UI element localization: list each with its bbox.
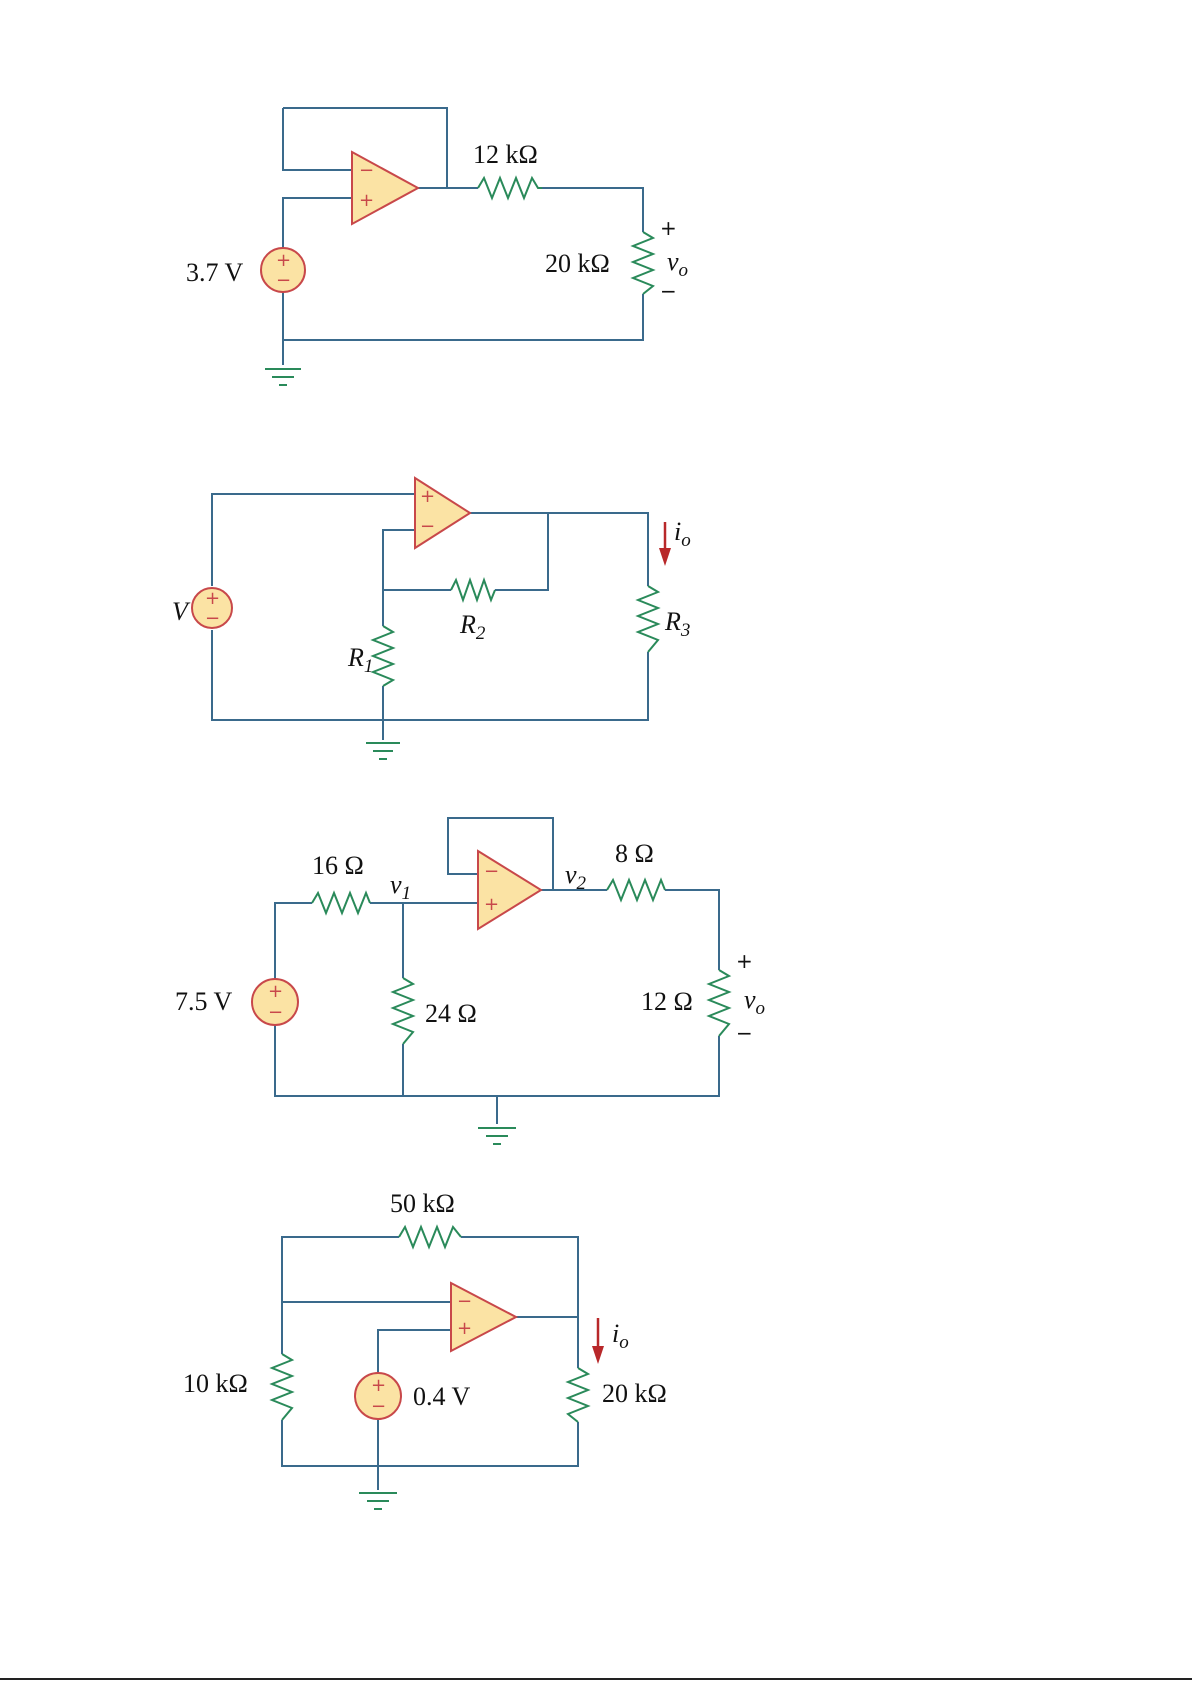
label-16ohm: 16 Ω xyxy=(312,851,364,880)
label-12ohm: 12 Ω xyxy=(641,987,693,1016)
svg-text:+: + xyxy=(276,250,291,271)
current-arrow-icon xyxy=(592,1318,604,1364)
output-vo: vo xyxy=(744,985,765,1019)
voltage-source-4: + − xyxy=(355,1373,401,1419)
label-v: V xyxy=(172,597,191,626)
resistor-r3 xyxy=(638,586,658,652)
ground-icon xyxy=(265,369,301,385)
svg-text:+: + xyxy=(420,486,435,507)
label-r1: R1 xyxy=(347,643,373,677)
output-minus: − xyxy=(736,1021,753,1045)
ground-icon xyxy=(478,1128,516,1144)
label-v2: v2 xyxy=(565,860,587,894)
circuit-2: + − + − io V R1 R2 R3 xyxy=(172,478,691,759)
svg-text:+: + xyxy=(457,1318,472,1339)
label-3-7v: 3.7 V xyxy=(186,258,244,287)
resistor-50k xyxy=(399,1227,461,1247)
label-20k: 20 kΩ xyxy=(545,249,610,278)
label-v1: v1 xyxy=(390,870,411,904)
label-24ohm: 24 Ω xyxy=(425,999,477,1028)
label-8ohm: 8 Ω xyxy=(615,839,654,868)
svg-text:−: − xyxy=(276,270,291,291)
svg-text:−: − xyxy=(457,1291,472,1312)
svg-text:+: + xyxy=(205,588,220,609)
svg-text:+: + xyxy=(268,981,283,1002)
op-amp-1: − + xyxy=(352,152,418,224)
op-amp-2: + − xyxy=(415,478,470,548)
circuit-1: − + + − 12 kΩ 20 kΩ 3.7 V + − vo xyxy=(186,108,688,385)
circuit-3: − + + − 16 Ω 8 Ω 24 Ω 12 Ω 7.5 V v1 v2 +… xyxy=(175,818,765,1144)
svg-text:−: − xyxy=(484,861,499,882)
output-minus: − xyxy=(660,279,677,303)
label-io: io xyxy=(612,1319,629,1353)
label-50k: 50 kΩ xyxy=(390,1189,455,1218)
svg-text:+: + xyxy=(484,894,499,915)
resistor-16ohm xyxy=(312,893,370,913)
svg-text:−: − xyxy=(268,1002,283,1023)
label-12k: 12 kΩ xyxy=(473,140,538,169)
op-amp-4: − + xyxy=(451,1283,516,1351)
label-20k: 20 kΩ xyxy=(602,1379,667,1408)
resistor-r2 xyxy=(451,580,495,600)
svg-text:−: − xyxy=(359,160,374,181)
current-arrow-icon xyxy=(659,522,671,566)
voltage-source-1: + − xyxy=(261,248,305,292)
output-plus: + xyxy=(736,949,753,973)
ground-icon xyxy=(359,1493,397,1509)
resistor-20k xyxy=(633,232,653,294)
output-plus: + xyxy=(660,216,677,240)
svg-text:−: − xyxy=(371,1396,386,1417)
resistor-10k xyxy=(272,1354,292,1420)
resistor-12k xyxy=(478,178,542,198)
voltage-source-3: + − xyxy=(252,979,298,1025)
op-amp-3: − + xyxy=(478,851,541,929)
resistor-24ohm xyxy=(393,978,413,1044)
resistor-8ohm xyxy=(607,880,665,900)
circuit-4: − + + − io 50 kΩ 10 kΩ 20 kΩ 0.4 V xyxy=(183,1189,667,1509)
label-7-5v: 7.5 V xyxy=(175,987,233,1016)
label-io: io xyxy=(674,517,691,551)
label-10k: 10 kΩ xyxy=(183,1369,248,1398)
voltage-source-2: + − xyxy=(192,588,232,629)
ground-icon xyxy=(366,743,400,759)
label-0-4v: 0.4 V xyxy=(413,1382,471,1411)
label-r3: R3 xyxy=(664,607,690,641)
resistor-20k xyxy=(568,1368,588,1422)
svg-text:+: + xyxy=(359,190,374,211)
svg-text:−: − xyxy=(420,516,435,537)
resistor-12ohm xyxy=(709,970,729,1036)
svg-text:+: + xyxy=(371,1375,386,1396)
resistor-r1 xyxy=(373,626,393,686)
svg-text:−: − xyxy=(205,608,220,629)
output-vo: vo xyxy=(667,247,688,281)
label-r2: R2 xyxy=(459,610,486,644)
page-bottom-rule xyxy=(0,1678,1192,1680)
